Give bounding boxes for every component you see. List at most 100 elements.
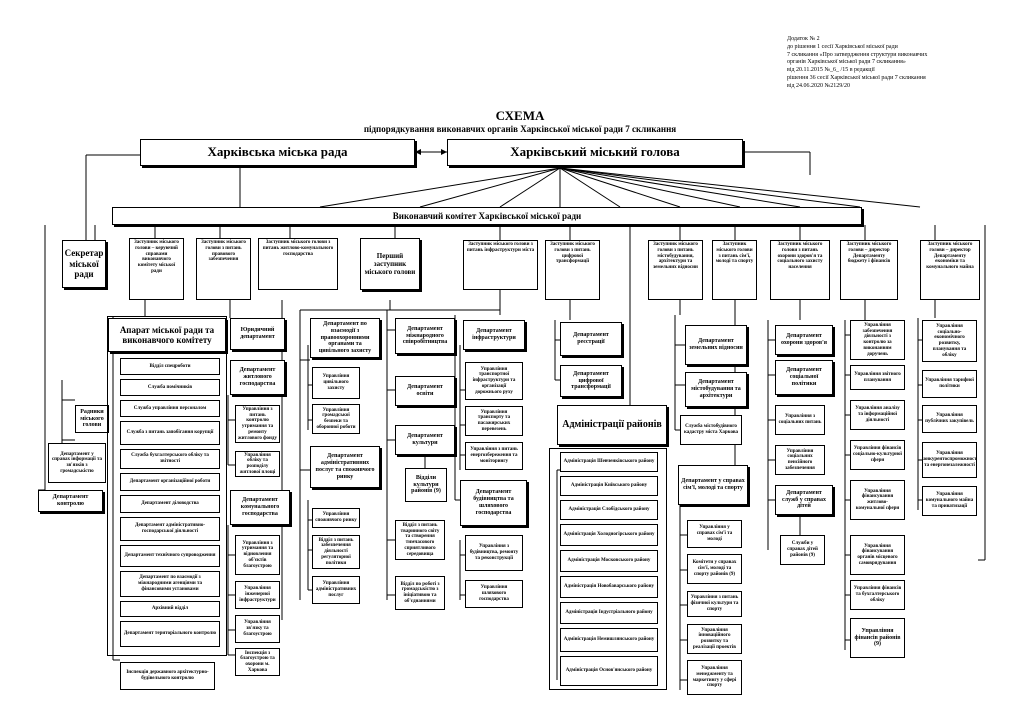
deputy-header: Заступник міського голови з питань інфра…	[463, 240, 538, 290]
note-line: Додаток № 2	[787, 36, 820, 42]
culture-dept: Департамент культури	[395, 425, 455, 455]
budget-unit: Управління аналізу та інформаційної діял…	[850, 400, 905, 430]
city-mayor: Харківський міський голова	[447, 139, 743, 166]
housing-dept: Департамент житлового господарства	[230, 360, 285, 395]
architecture-inspection: Інспекція державного архітектурно-будіве…	[120, 662, 215, 690]
deputy-header: Заступник міського голови – директор Деп…	[840, 240, 898, 300]
apparat-item: Служба бухгалтерського обліку та звітнос…	[120, 449, 220, 469]
intl-cooperation-dept: Департамент міжнародного співробітництва	[395, 318, 455, 354]
communal-inspection: Інспекція з благоустрою та охорони м. Ха…	[235, 648, 280, 676]
public-relations: Відділ по роботі з громадськістю з ініці…	[395, 576, 445, 610]
family-unit: Управління у справах сім'ї та молоді	[687, 520, 742, 548]
secretary: Секретар міської ради	[62, 240, 106, 288]
apparat-item: Департамент адміністративно-господарсько…	[120, 517, 220, 541]
family-unit: Управління менеджменту та маркетингу у с…	[687, 660, 742, 695]
first-deputy-header: Перший заступник міського голови	[360, 238, 420, 290]
district-admin: Адміністрація Основ'янського району	[560, 656, 658, 686]
note-line: від 20.11.2015 №_6_ /15 в редакції	[787, 67, 875, 74]
communal-unit: Управління зв'язку та благоустрою	[235, 615, 280, 643]
districts-group	[549, 448, 667, 690]
apparat-item: Архівний відділ	[120, 601, 220, 617]
family-dept: Департамент у справах сім'ї, молоді та с…	[678, 465, 748, 505]
children-dept: Департамент служб у справах дітей	[775, 485, 833, 515]
regulatory-policy: Відділ з питань забезпечення діяльності …	[312, 535, 360, 569]
apparat-title: Апарат міської ради та виконавчого коміт…	[108, 318, 226, 352]
economy-unit: Управління соціально-економічного розвит…	[922, 320, 977, 362]
district-admin: Адміністрація Слобідського району	[560, 500, 658, 520]
social-unit: Управління соціальних пенсійного забезпе…	[775, 445, 825, 475]
district-admin: Адміністрація Шевченківського району	[560, 452, 658, 472]
economy-unit: Управління комунального майна та привати…	[922, 486, 977, 516]
economy-unit: Управління тарифної політики	[922, 370, 977, 398]
districts-title: Адміністрації районів	[557, 405, 667, 445]
communal-dept: Департамент комунального господарства	[230, 490, 290, 525]
city-council: Харківська міська рада	[140, 139, 415, 166]
infra-unit: Управління транспорту та пасажирських пе…	[465, 406, 523, 436]
communal-unit: Управління з утримання та відновлення об…	[235, 535, 280, 575]
admin-services: Управління адміністративних послуг	[312, 576, 360, 604]
urban-planning-dept: Департамент містобудування та архітектур…	[685, 372, 747, 407]
district-culture: Відділи культури районів (9)	[405, 468, 447, 502]
children-services: Служби у справах дітей районів (9)	[780, 535, 825, 565]
deputy-header: Заступник міського голови – директор Деп…	[920, 240, 980, 300]
economy-unit: Управління публічних закупівель	[922, 405, 977, 433]
scheme-title: СХЕМА	[495, 108, 545, 123]
district-admin: Адміністрація Холодногірського району	[560, 524, 658, 546]
cadastre-service: Служба містобудівного кадастру міста Хар…	[680, 415, 742, 445]
civil-protection: Управління цивільного захисту	[312, 367, 360, 399]
deputy-header: Заступник міського голови з питань цифро…	[545, 240, 600, 300]
family-unit: Управління інноваційного розвитку та реа…	[687, 624, 742, 654]
apparat-item: Служба помічників	[120, 379, 220, 396]
budget-unit: Управління фінансів районів (9)	[850, 618, 905, 658]
scheme-subtitle: підпорядкування виконавчих органів Харкі…	[363, 124, 677, 134]
apparat-item: Департамент технічного супроводження	[120, 545, 220, 567]
budget-unit: Управління забезпечення діяльності з кон…	[850, 320, 905, 360]
health-dept: Департамент охорони здоров'я	[775, 325, 833, 355]
advisors: Радники міського голови	[75, 405, 109, 433]
apparat-item: Департамент організаційної роботи	[120, 473, 220, 491]
economy-unit: Управління конкурентоспроможності та ене…	[922, 442, 977, 478]
law-enforcement-dept: Департамент по взаємодії з правоохоронни…	[310, 318, 380, 358]
communal-unit: Управління інженерної інфраструктури	[235, 581, 280, 609]
deputy-header: Заступник міського голови з питань сім'ї…	[712, 240, 757, 300]
apparat-item: Департамент по взаємодії з міжнародними …	[120, 571, 220, 597]
apparat-item: Служба з питань запобігання корупції	[120, 421, 220, 445]
note-line: від 24.06.2020 №2129/20	[787, 82, 850, 89]
deputy-header: Заступник міського голови з питань охоро…	[770, 240, 830, 300]
note-line: органів Харківської міської ради 7 склик…	[787, 59, 906, 66]
construction-dept: Департамент будівництва та шляхового гос…	[460, 480, 527, 526]
note-line: до рішення 1 сесії Харківської міської р…	[787, 43, 898, 50]
district-admin: Адміністрація Московського району	[560, 550, 658, 572]
social-unit: Управління з соціальних питань	[775, 405, 825, 435]
control-dept: Департамент контролю	[38, 490, 103, 512]
housing-unit: Управління з питань контролю утримання т…	[235, 405, 280, 443]
note-line: рішення 36 сесії Харківської міської рад…	[787, 74, 926, 81]
public-security: Управління громадської безпеки та оборон…	[312, 404, 360, 434]
apparat-group	[107, 316, 227, 656]
infra-unit: Управління шляхового господарства	[465, 580, 523, 608]
budget-unit: Управління фінансування житлово-комуналь…	[850, 480, 905, 520]
budget-unit: Управління фінансів та бухгалтерського о…	[850, 580, 905, 610]
apparat-item: Відділ спецроботи	[120, 358, 220, 375]
family-unit: Комітети у справах сім'ї, молоді та спор…	[687, 554, 742, 584]
infra-unit: Управління з будівництва, ремонту та рек…	[465, 535, 523, 571]
legal-dept: Юридичний департамент	[230, 318, 285, 350]
deputy-header: Заступник міського голови з питань право…	[196, 238, 251, 300]
district-admin: Адміністрація Новобаварського району	[560, 576, 658, 598]
district-admin: Адміністрація Індустріального району	[560, 602, 658, 624]
budget-unit: Управління звітного планування	[850, 365, 905, 390]
registration-dept: Департамент реєстрації	[560, 322, 622, 356]
approval-note: Додаток № 2 до рішення 1 сесії Харківськ…	[787, 36, 1007, 91]
animal-dept: Відділ з питань тваринного світу та ство…	[395, 520, 445, 560]
infra-unit: Управління транспортної інфраструктури т…	[465, 362, 523, 400]
education-dept: Департамент освіти	[395, 376, 455, 406]
social-policy-dept: Департамент соціальної політики	[775, 360, 833, 395]
executive-committee: Виконавчий комітет Харківської міської р…	[112, 207, 862, 225]
district-admin: Адміністрація Київського району	[560, 476, 658, 496]
infra-unit: Управління з питань енергозбереження та …	[465, 442, 523, 470]
budget-unit: Управління фінансів соціально-культурної…	[850, 440, 905, 470]
apparat-item: Служба управління персоналом	[120, 400, 220, 417]
apparat-item: Департамент діловодства	[120, 495, 220, 513]
budget-unit: Управління фінансування органів місцевог…	[850, 535, 905, 575]
